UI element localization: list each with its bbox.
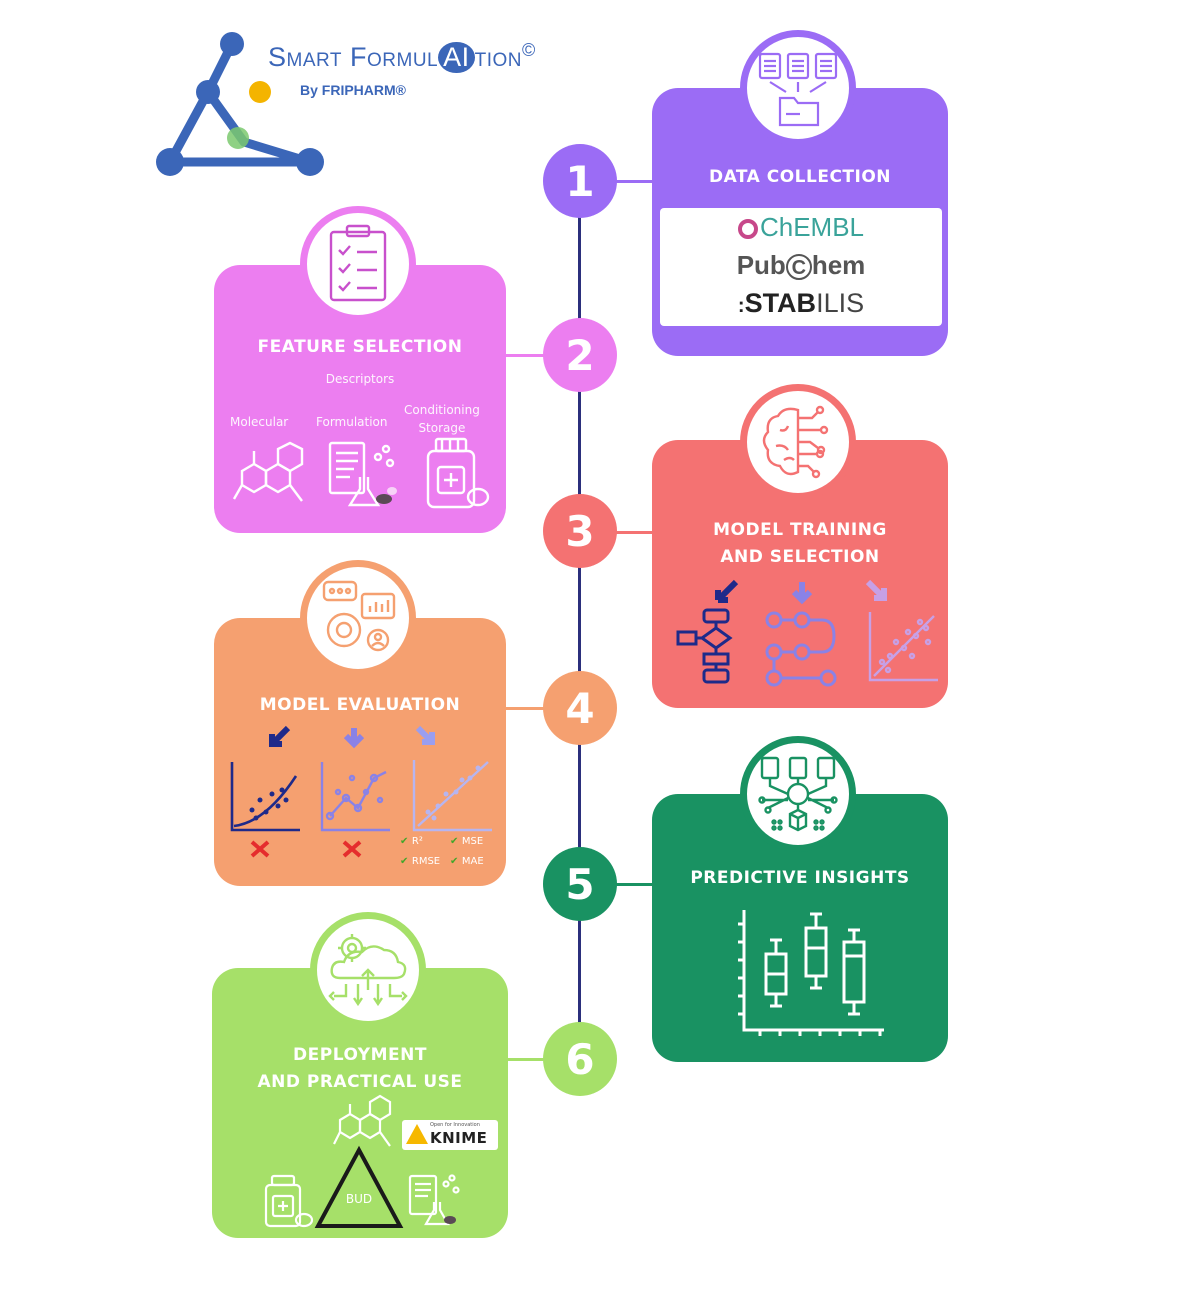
panel-title-model-evaluation: MODEL EVALUATION (259, 695, 461, 715)
knime-label: KNIME (430, 1129, 488, 1147)
descriptors-label: Descriptors (325, 372, 395, 386)
scatter-plot-icon (865, 579, 938, 682)
metric-r2: ✔ R² (400, 836, 423, 847)
metrics-list: ✔ R² ✔ MSE ✔ RMSE ✔ MAE (400, 836, 500, 876)
brain-icon (740, 384, 856, 500)
knime-triangle-icon (406, 1124, 428, 1144)
stabilis-light: ILIS (816, 288, 865, 318)
bud-label: BUD (345, 1192, 373, 1206)
connector-4 (502, 707, 546, 710)
step-number-1: 1 (543, 144, 617, 218)
metric-rmse: ✔ RMSE (400, 856, 440, 867)
logo-title-pre: Smart Formul (268, 42, 439, 72)
step-number-4: 4 (543, 671, 617, 745)
panel-title-deployment: DEPLOYMENT AND PRACTICAL USE (212, 1042, 508, 1096)
panel-title-predictive-insights: PREDICTIVE INSIGHTS (690, 868, 910, 888)
knime-tag: Open for Innovation (430, 1122, 480, 1128)
chembl-icon (737, 219, 758, 239)
pipeline-icon (765, 582, 837, 687)
logo-triangle-icon (156, 32, 324, 176)
step-number-3: 3 (543, 494, 617, 568)
panel-title-data-collection: DATA COLLECTION (708, 167, 892, 187)
stabilis-icon: : (737, 295, 745, 317)
connector-3 (614, 531, 656, 534)
checklist-icon (300, 206, 416, 322)
connector-2 (502, 354, 546, 357)
formulation-icon (328, 441, 397, 507)
ai-network-icon (740, 736, 856, 852)
check-icon: ✔ (450, 836, 462, 847)
formulation-icon (408, 1174, 460, 1226)
cross-icon (250, 840, 270, 858)
connector-5 (614, 883, 656, 886)
panel-title-model-training: MODEL TRAINING AND SELECTION (652, 517, 948, 571)
model-training-line2: AND SELECTION (720, 547, 880, 567)
logo-title-ai: AI (438, 42, 475, 73)
molecular-label: Molecular (230, 415, 289, 429)
metric-rmse-label: RMSE (411, 856, 441, 867)
medicine-bottle-icon (264, 1174, 314, 1228)
nonlinear-fit-icon (230, 725, 300, 858)
check-icon: ✔ (400, 836, 412, 847)
connector-1 (614, 180, 656, 183)
knime-logo: Open for Innovation KNIME (402, 1120, 498, 1150)
stabilis-bold: STAB (744, 288, 817, 318)
bud-triangle-icon (314, 1145, 404, 1228)
deployment-line1: DEPLOYMENT (293, 1045, 427, 1065)
step-number-2: 2 (543, 318, 617, 392)
check-icon: ✔ (450, 856, 462, 867)
deployment-line2: AND PRACTICAL USE (257, 1072, 463, 1092)
source-chembl: ChEMBL (660, 212, 942, 243)
source-stabilis: :STABILIS (660, 288, 942, 319)
connector-6 (502, 1058, 546, 1061)
conditioning-label: Conditioning Storage (404, 403, 480, 435)
conditioning-line2: Storage (418, 421, 466, 435)
molecule-icon (333, 1094, 392, 1147)
pubchem-post: hem (811, 250, 866, 280)
logo-title-post: tion (474, 42, 523, 72)
line-fit-icon (320, 728, 390, 858)
metric-mse: ✔ MSE (450, 836, 483, 847)
chembl-label: ChEMBL (759, 212, 865, 242)
pubchem-pre: Pub (736, 250, 786, 280)
data-folder-icon (740, 30, 856, 146)
metric-mae: ✔ MAE (450, 856, 484, 867)
metric-mse-label: MSE (461, 836, 484, 847)
formulation-label: Formulation (316, 415, 388, 429)
metric-r2-label: R² (411, 836, 423, 847)
step-number-6: 6 (543, 1022, 617, 1096)
logo-subtitle: By FRIPHARM® (300, 82, 406, 98)
molecule-icon (232, 441, 304, 502)
timeline-line (578, 180, 581, 1060)
gear-chart-icon (300, 560, 416, 676)
model-training-line1: MODEL TRAINING (713, 520, 887, 540)
conditioning-line1: Conditioning (404, 403, 480, 417)
metric-mae-label: MAE (461, 856, 484, 867)
flowchart-icon (676, 579, 739, 684)
pubchem-c: C (785, 254, 812, 280)
panel-predictive-insights: PREDICTIVE INSIGHTS (652, 794, 948, 1062)
regression-icon (412, 725, 492, 832)
cross-icon (342, 840, 362, 858)
check-icon: ✔ (400, 856, 412, 867)
logo-copyright: © (522, 40, 536, 60)
step-number-5: 5 (543, 847, 617, 921)
boxplot-chart-icon (738, 910, 884, 1036)
cloud-gear-icon (310, 912, 426, 1028)
panel-title-feature-selection: FEATURE SELECTION (257, 337, 463, 357)
medicine-bottle-icon (426, 437, 490, 509)
